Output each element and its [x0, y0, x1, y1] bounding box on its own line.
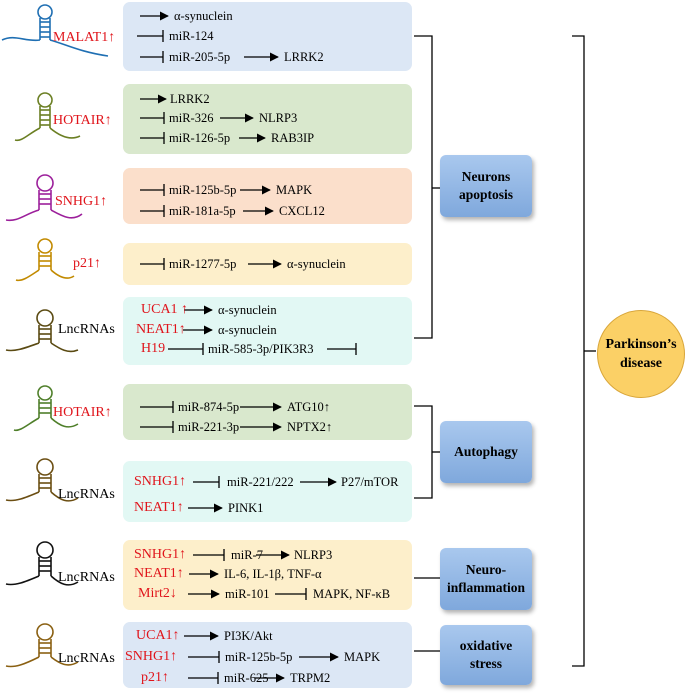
neat1-target: α-synuclein [218, 323, 277, 337]
snhg1-target-3: miR-181a-5p [169, 204, 236, 218]
uca1-2-target: PI3K/Akt [224, 629, 273, 643]
hotair2-target-3: miR-221-3p [178, 420, 240, 434]
category-line-1: oxidative [459, 638, 513, 653]
category-autophagy: Autophagy [440, 421, 532, 483]
category-line-1: Neurons [461, 169, 511, 184]
lncrnas-box-4 [123, 622, 412, 688]
neat1-label-3: NEAT1↑ [134, 566, 184, 581]
category-line-2: stress [470, 656, 502, 671]
malat1-label: MALAT1↑ [53, 30, 116, 45]
lncrnas-box-3 [123, 540, 412, 610]
category-neurons-apoptosis: Neurons apoptosis [440, 155, 532, 217]
lncrnas-label-2: LncRNAs [58, 487, 115, 502]
mirt2-label: Mirt2↓ [138, 586, 177, 601]
hotair-target-2: miR-326 [169, 111, 214, 125]
snhg1-label: SNHG1↑ [55, 194, 108, 209]
malat1-target-4: LRRK2 [284, 50, 324, 64]
hotair-box-2 [123, 384, 412, 440]
mirt2-target-2: MAPK, NF-κB [313, 587, 391, 601]
hotair-target-5: RAB3IP [271, 131, 315, 145]
category-line-1: Autophagy [454, 444, 518, 459]
category-neuroinflammation: Neuro- inflammation [440, 548, 532, 610]
p21-target-2: α-synuclein [287, 257, 346, 271]
malat1-target-3: miR-205-5p [169, 50, 231, 64]
category-line-1: Neuro- [465, 562, 507, 577]
neat1-2-target: PINK1 [228, 501, 264, 515]
malat1-box [123, 2, 412, 71]
hotair-label: HOTAIR↑ [53, 113, 112, 128]
category-line-2: inflammation [446, 580, 525, 595]
snhg1-4-target-1: miR-125b-5p [225, 650, 293, 664]
hotair2-target-2: ATG10↑ [287, 400, 331, 414]
parkinsons-disease-circle: Parkinson’s disease [597, 310, 685, 398]
snhg1-2-target-1: miR-221/222 [227, 475, 294, 489]
p21-label: p21↑ [73, 256, 101, 271]
hotair2-target-4: NPTX2↑ [287, 420, 333, 434]
snhg1-label-3: SNHG1↑ [134, 547, 187, 562]
p21-2-target-1: miR-625 [224, 671, 269, 685]
snhg1-2-target-2: P27/mTOR [341, 475, 399, 489]
hotair-box [123, 84, 412, 154]
lncrnas-label-1: LncRNAs [58, 322, 115, 337]
snhg1-4-target-2: MAPK [344, 650, 381, 664]
uca1-label: UCA1 ↑ [141, 302, 189, 317]
lncrnas-label-3: LncRNAs [58, 570, 115, 585]
p21-label-2: p21↑ [141, 670, 169, 685]
snhg1-3-target-2: NLRP3 [294, 548, 333, 562]
disease-line-2: disease [620, 356, 662, 371]
h19-label: H19 [141, 341, 166, 356]
snhg1-label-4: SNHG1↑ [125, 649, 178, 664]
uca1-target: α-synuclein [218, 303, 277, 317]
hotair2-target-1: miR-874-5p [178, 400, 240, 414]
malat1-target-2: miR-124 [169, 29, 214, 43]
disease-line-1: Parkinson’s [605, 337, 677, 352]
hotair-target-1: LRRK2 [170, 92, 210, 106]
lncrnas-box-1 [123, 297, 412, 365]
category-oxidative-stress: oxidative stress [440, 625, 532, 685]
p21-2-target-2: TRPM2 [290, 671, 331, 685]
snhg1-target-4: CXCL12 [279, 204, 325, 218]
hotair-label-2: HOTAIR↑ [53, 405, 112, 420]
snhg1-target-2: MAPK [276, 183, 313, 197]
hotair-target-3: NLRP3 [259, 111, 298, 125]
snhg1-target-1: miR-125b-5p [169, 183, 237, 197]
snhg1-label-2: SNHG1↑ [134, 474, 187, 489]
lncrnas-label-4: LncRNAs [58, 651, 115, 666]
p21-target-1: miR-1277-5p [169, 257, 237, 271]
neat1-3-target: IL-6, IL-1β, TNF-α [224, 567, 322, 581]
mirt2-target-1: miR-101 [225, 587, 270, 601]
h19-target: miR-585-3p/PIK3R3 [208, 342, 314, 356]
category-line-2: apoptosis [458, 187, 514, 202]
uca1-label-2: UCA1↑ [136, 628, 180, 643]
neat1-label-2: NEAT1↑ [134, 500, 184, 515]
neat1-label: NEAT1↑ [136, 322, 186, 337]
malat1-target-1: α-synuclein [174, 9, 233, 23]
lncrnas-box-2 [123, 461, 412, 522]
snhg1-3-target-1: miR-7 [231, 548, 263, 562]
hotair-target-4: miR-126-5p [169, 131, 231, 145]
